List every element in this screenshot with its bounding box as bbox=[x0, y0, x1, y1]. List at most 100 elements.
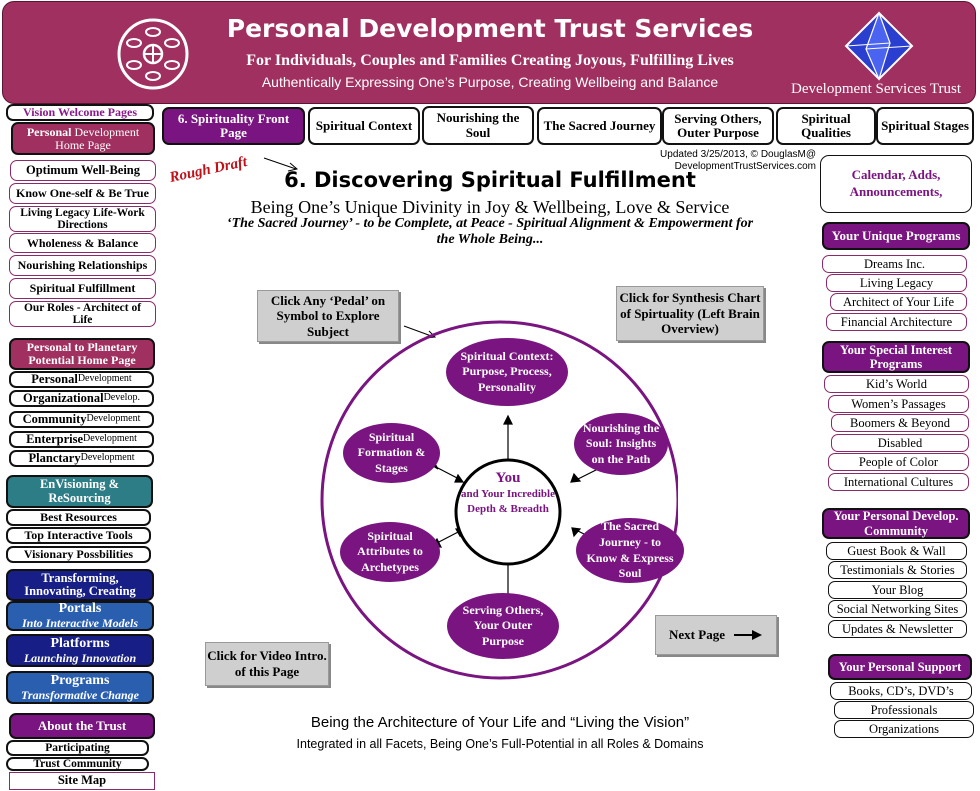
flower-diagram bbox=[320, 320, 678, 680]
nav-personal-home-bold: Personal bbox=[26, 124, 72, 139]
nav-spiritual-fulfillment[interactable]: Spiritual Fulfillment bbox=[9, 278, 156, 299]
nav-portals-sub: Into Interactive Models bbox=[22, 616, 138, 631]
community-header[interactable]: Your Personal Develop. Community bbox=[822, 508, 970, 539]
program-dreams-inc[interactable]: Dreams Inc. bbox=[822, 255, 967, 273]
program-living-legacy[interactable]: Living Legacy bbox=[826, 274, 967, 292]
nav-platforms[interactable]: Platforms Launching Innovation bbox=[6, 634, 154, 667]
support-organizations[interactable]: Organizations bbox=[834, 720, 974, 738]
nav-platforms-sub: Launching Innovation bbox=[23, 650, 137, 665]
nav-our-roles[interactable]: Our Roles - Architect of Life bbox=[9, 301, 156, 327]
center-you[interactable]: You and Your Incredible Depth & Breadth bbox=[460, 470, 556, 517]
nav-dev-item-1[interactable]: Organizational Develop. bbox=[9, 390, 154, 407]
program-architect-life[interactable]: Architect of Your Life bbox=[830, 293, 967, 311]
petal-spiritual-formation[interactable]: Spiritual Formation & Stages bbox=[343, 423, 440, 483]
nav-dev-item-bold: Community bbox=[22, 411, 87, 426]
community-testimonials[interactable]: Testimonials & Stories bbox=[828, 561, 967, 579]
arrow-right-icon bbox=[733, 630, 762, 640]
nav-personal-home-rest: Development Home Page bbox=[55, 124, 140, 152]
page-tagline: ‘The Sacred Journey’ - to be Complete, a… bbox=[226, 216, 754, 248]
nav-dev-item-3[interactable]: Enterprise Development bbox=[9, 431, 154, 448]
nav-about-trust[interactable]: About the Trust bbox=[9, 713, 155, 739]
petal-nourishing-soul[interactable]: Nourishing the Soul: Insights on the Pat… bbox=[574, 413, 668, 475]
nav-visionary-possibilities[interactable]: Visionary Possbilities bbox=[6, 546, 151, 563]
nav-best-resources[interactable]: Best Resources bbox=[6, 509, 151, 526]
tab-spiritual-stages[interactable]: Spiritual Stages bbox=[876, 107, 974, 145]
nav-dev-item-4[interactable]: Planctary Development bbox=[9, 450, 154, 467]
nav-dev-item-0[interactable]: Personal Development bbox=[9, 371, 154, 388]
nav-living-legacy[interactable]: Living Legacy Life-Work Directions bbox=[9, 206, 156, 232]
nav-vision-welcome[interactable]: Vision Welcome Pages bbox=[6, 104, 154, 121]
nav-optimum-well-being[interactable]: Optimum Well-Being bbox=[10, 160, 156, 181]
tab-nourishing-soul[interactable]: Nourishing the Soul bbox=[422, 106, 534, 145]
petal-spiritual-attributes[interactable]: Spiritual Attributes to Archetypes bbox=[340, 522, 440, 582]
octahedron-logo-icon[interactable] bbox=[844, 11, 914, 81]
center-you-label: You bbox=[495, 470, 521, 486]
site-subtitle: For Individuals, Couples and Families Cr… bbox=[246, 52, 734, 69]
nav-site-map[interactable]: Site Map bbox=[9, 772, 155, 790]
nav-dev-item-bold: Organizational bbox=[23, 390, 104, 405]
nav-wholeness-balance[interactable]: Wholeness & Balance bbox=[9, 233, 156, 253]
program-boomers-beyond[interactable]: Boomers & Beyond bbox=[831, 414, 969, 432]
nav-dev-item-bold: Personal bbox=[31, 371, 78, 386]
program-disabled[interactable]: Disabled bbox=[831, 434, 969, 452]
support-books-cds[interactable]: Books, CD’s, DVD’s bbox=[830, 682, 972, 700]
brand-name: Development Services Trust bbox=[791, 81, 961, 97]
tab-serving-others[interactable]: Serving Others, Outer Purpose bbox=[662, 107, 774, 145]
nav-nourishing-relationships[interactable]: Nourishing Relationships bbox=[9, 255, 156, 276]
support-professionals[interactable]: Professionals bbox=[834, 701, 974, 719]
nav-know-oneself[interactable]: Know One-self & Be True bbox=[9, 183, 156, 204]
nav-transforming[interactable]: Transforming, Innovating, Creating bbox=[6, 569, 154, 601]
nav-personal-home[interactable]: Personal Development Home Page bbox=[11, 122, 155, 155]
community-updates-newsletter[interactable]: Updates & Newsletter bbox=[828, 620, 967, 638]
nav-portals[interactable]: Portals Into Interactive Models bbox=[6, 601, 154, 631]
support-header[interactable]: Your Personal Support bbox=[828, 654, 972, 680]
community-social-networking[interactable]: Social Networking Sites bbox=[828, 600, 967, 618]
flower-logo-icon[interactable] bbox=[116, 17, 190, 91]
petal-spiritual-context[interactable]: Spiritual Context: Purpose, Process, Per… bbox=[446, 338, 568, 406]
nav-dev-item-bold: Planctary bbox=[28, 450, 81, 465]
video-intro-button[interactable]: Click for Video Intro. of this Page bbox=[205, 642, 329, 686]
petal-serving-others[interactable]: Serving Others, Your Outer Purpose bbox=[447, 593, 559, 659]
tab-sacred-journey[interactable]: The Sacred Journey bbox=[537, 107, 662, 145]
program-international-cultures[interactable]: International Cultures bbox=[828, 473, 969, 491]
nav-dev-item-rest: Development bbox=[83, 433, 137, 445]
nav-portals-title: Portals bbox=[58, 601, 102, 617]
nav-envisioning[interactable]: EnVisioning & ReSourcing bbox=[6, 475, 153, 508]
site-title: Personal Development Trust Services bbox=[226, 14, 754, 43]
site-tagline: Authentically Expressing One’s Purpose, … bbox=[261, 74, 719, 90]
nav-dev-item-rest: Development bbox=[77, 373, 132, 385]
footer-line-1: Being the Architecture of Your Life and … bbox=[310, 714, 690, 731]
next-page-button[interactable]: Next Page bbox=[655, 615, 777, 655]
special-programs-header[interactable]: Your Special Interest Programs bbox=[822, 341, 970, 373]
program-financial-architecture[interactable]: Financial Architecture bbox=[826, 313, 967, 331]
click-pedal-note: Click Any ‘Pedal’ on Symbol to Explore S… bbox=[257, 290, 399, 342]
community-blog[interactable]: Your Blog bbox=[828, 581, 967, 599]
community-guest-book[interactable]: Guest Book & Wall bbox=[826, 542, 967, 560]
tab-spirituality-front[interactable]: 6. Spirituality Front Page bbox=[162, 107, 305, 145]
arrow-icon bbox=[263, 157, 299, 172]
nav-dev-item-rest: Development bbox=[80, 452, 135, 464]
nav-programs-sub: Transformative Change bbox=[21, 687, 139, 702]
calendar-announcements[interactable]: Calendar, Adds, Announcements, bbox=[820, 155, 972, 213]
synthesis-chart-button[interactable]: Click for Synthesis Chart of Spirtuality… bbox=[616, 286, 764, 341]
nav-dev-item-2[interactable]: Community Development bbox=[9, 411, 154, 428]
nav-dev-item-rest: Development bbox=[86, 413, 141, 425]
next-page-label: Next Page bbox=[669, 627, 725, 643]
tab-spiritual-qualities[interactable]: Spiritual Qualities bbox=[776, 107, 876, 145]
nav-participating[interactable]: Participating bbox=[6, 740, 149, 756]
nav-trust-community[interactable]: Trust Community bbox=[6, 757, 149, 771]
program-kids-world[interactable]: Kid’s World bbox=[824, 375, 969, 393]
footer-line-2: Integrated in all Facets, Being One’s Fu… bbox=[296, 737, 704, 751]
updated-note: Updated 3/25/2013, © DouglasM@ Developme… bbox=[660, 149, 816, 172]
nav-platforms-title: Platforms bbox=[50, 635, 110, 651]
nav-planetary-home[interactable]: Personal to Planetary Potential Home Pag… bbox=[9, 338, 155, 370]
tab-spiritual-context[interactable]: Spiritual Context bbox=[308, 107, 420, 145]
nav-programs[interactable]: Programs Transformative Change bbox=[6, 671, 154, 704]
program-womens-passages[interactable]: Women’s Passages bbox=[828, 395, 969, 413]
program-people-of-color[interactable]: People of Color bbox=[828, 453, 969, 471]
page-subtitle: Being One’s Unique Divinity in Joy & Wel… bbox=[250, 197, 730, 217]
nav-top-interactive-tools[interactable]: Top Interactive Tools bbox=[6, 527, 151, 544]
page-title: 6. Discovering Spiritual Fulfillment bbox=[284, 168, 696, 192]
petal-sacred-journey[interactable]: The Sacred Journey - to Know & Express S… bbox=[576, 518, 684, 583]
unique-programs-header[interactable]: Your Unique Programs bbox=[822, 222, 970, 250]
